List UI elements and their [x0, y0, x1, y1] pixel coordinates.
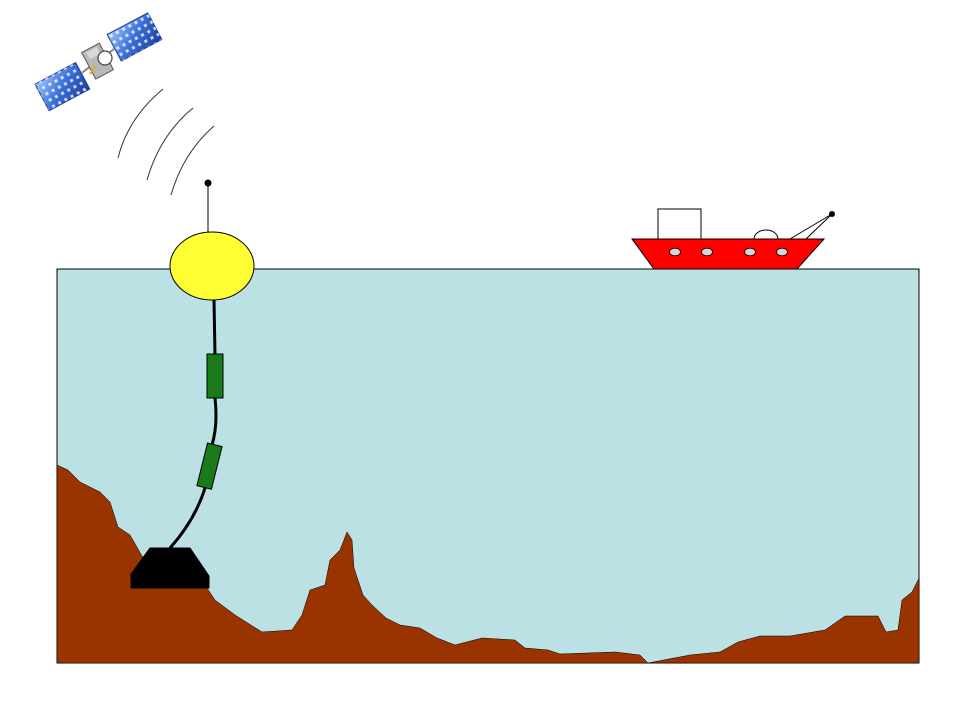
anchor-weight-icon	[130, 547, 210, 589]
ship-cabin	[657, 208, 702, 240]
porthole	[669, 247, 681, 257]
research-vessel-icon	[631, 208, 835, 270]
ship-hull	[631, 238, 826, 270]
mooring-sensor-lower	[196, 442, 223, 490]
porthole	[744, 247, 756, 257]
ship-crane-cable	[805, 213, 833, 240]
mooring-sensor-upper	[206, 353, 224, 399]
ship-crane-arm	[789, 213, 833, 240]
mooring-line	[168, 299, 218, 549]
porthole	[776, 247, 788, 257]
buoy-antenna-tip	[204, 179, 212, 187]
surface-buoy-icon	[169, 231, 255, 301]
satellite-dish	[97, 50, 113, 66]
ship-winch	[753, 229, 779, 240]
radio-signal-icon	[117, 88, 215, 196]
porthole	[701, 247, 713, 257]
satellite-icon	[34, 12, 163, 112]
